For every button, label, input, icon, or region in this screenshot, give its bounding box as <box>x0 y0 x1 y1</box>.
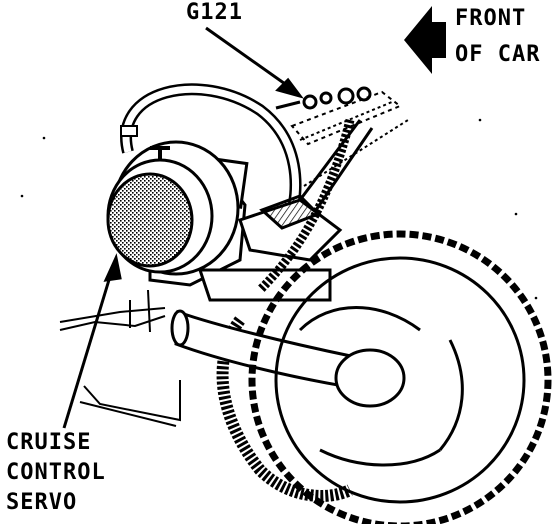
servo-label-line3: SERVO <box>6 490 78 515</box>
servo-label-line2: CONTROL <box>6 460 106 485</box>
cruise-control-servo <box>106 140 249 287</box>
ground-fasteners <box>275 86 409 187</box>
front-of-car-label-line1: FRONT <box>455 6 527 31</box>
vehicle-frame-lines <box>59 289 181 427</box>
ground-label: G121 <box>186 0 243 25</box>
front-arrow-icon <box>404 6 446 74</box>
pulley-wheel <box>248 230 552 524</box>
front-of-car-label-line2: OF CAR <box>455 42 541 67</box>
print-specks <box>20 118 538 300</box>
servo-label-line1: CRUISE <box>6 430 92 455</box>
leader-arrows <box>62 26 304 429</box>
vacuum-hose <box>120 83 302 222</box>
